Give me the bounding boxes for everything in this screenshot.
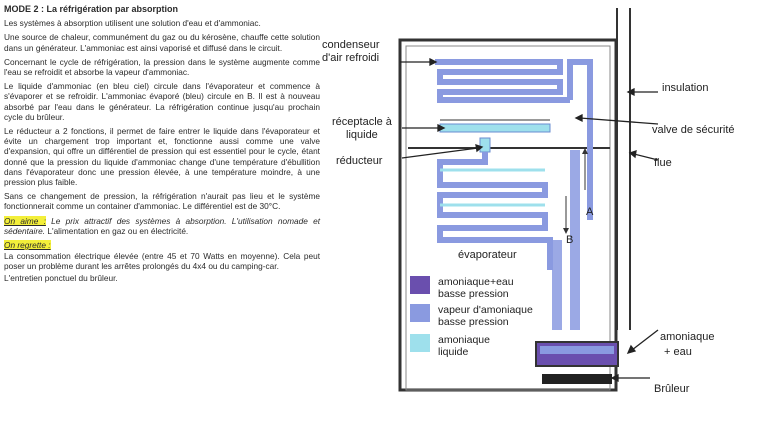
label-receptacle-1: réceptacle à xyxy=(332,116,393,128)
pipe-b xyxy=(552,240,562,330)
generator-vapor xyxy=(540,346,614,354)
legend-solution-1: amoniaque+eau xyxy=(438,276,514,288)
pipe-a xyxy=(570,150,580,330)
evaporator-liquid xyxy=(440,168,545,207)
label-pipe-b: B xyxy=(566,234,573,246)
legend-solution-2: basse pression xyxy=(438,288,509,300)
legend-liquid-2: liquide xyxy=(438,346,469,358)
label-receptacle-2: liquide xyxy=(346,129,378,141)
legend-vapor-2: basse pression xyxy=(438,316,509,328)
paragraph-maintenance: L'entretien ponctuel du brûleur. xyxy=(4,272,118,283)
pros-label: On aime : xyxy=(4,215,46,226)
paragraph-liquid: Le liquide d'ammoniac (en bleu ciel) cir… xyxy=(4,81,320,122)
label-condenser-2: d'air refroidi xyxy=(322,52,379,64)
pros-italic: Le prix attractif des systèmes à absorpt… xyxy=(4,215,321,236)
diagram-svg: condenseur d'air refroidi réceptacle à l… xyxy=(322,8,735,395)
flow-arrow-b-head xyxy=(563,228,569,234)
legend-swatch-vapor xyxy=(410,304,430,322)
absorption-diagram: condenseur d'air refroidi réceptacle à l… xyxy=(320,0,758,425)
cabinet-inner-outline xyxy=(405,45,611,391)
text-column: MODE 2 : La réfrigération par absorption… xyxy=(4,4,320,287)
paragraph-consumption: La consommation électrique élevée (entre… xyxy=(4,251,320,272)
legend-swatch-liquid xyxy=(410,334,430,352)
label-evaporator: évaporateur xyxy=(458,249,517,261)
paragraph-pros: On aime : Le prix attractif des systèmes… xyxy=(4,215,321,236)
cons-label: On regrette : xyxy=(4,240,51,251)
paragraph-heat-source: Une source de chaleur, communément du ga… xyxy=(4,32,320,53)
label-safety-valve: valve de sécurité xyxy=(652,124,735,136)
label-burner: Brûleur xyxy=(654,383,690,395)
label-flue: flue xyxy=(654,157,672,169)
label-condenser-1: condenseur xyxy=(322,39,380,51)
paragraph-reducer: Le réducteur a 2 fonctions, il permet de… xyxy=(4,126,320,188)
burner xyxy=(542,374,612,384)
paragraph-cons-label: On regrette : xyxy=(4,240,320,251)
pros-rest: L'alimentation en gaz ou en électricité. xyxy=(45,225,189,236)
reducer-valve xyxy=(479,137,491,153)
legend-vapor-1: vapeur d'amoniaque xyxy=(438,304,533,316)
label-insulation: insulation xyxy=(662,82,708,94)
legend-liquid-1: amoniaque xyxy=(438,334,490,346)
liquid-receptacle xyxy=(439,123,551,133)
legend-swatch-solution xyxy=(410,276,430,294)
flow-arrow-a-head xyxy=(582,148,588,154)
paragraph-cycle: Concernant le cycle de réfrigération, la… xyxy=(4,56,320,78)
label-pipe-a: A xyxy=(586,206,594,218)
condenser-coil xyxy=(435,59,593,220)
label-ammonia-water-2: + eau xyxy=(664,346,692,358)
paragraph-intro: Les systèmes à absorption utilisent une … xyxy=(4,18,261,29)
label-reducer: réducteur xyxy=(336,155,383,167)
pointer-arrows xyxy=(400,57,659,383)
label-ammonia-water-1: amoniaque xyxy=(660,331,714,343)
paragraph-pressure: Sans ce changement de pression, la réfri… xyxy=(4,191,320,212)
page-title: MODE 2 : La réfrigération par absorption xyxy=(4,4,179,14)
